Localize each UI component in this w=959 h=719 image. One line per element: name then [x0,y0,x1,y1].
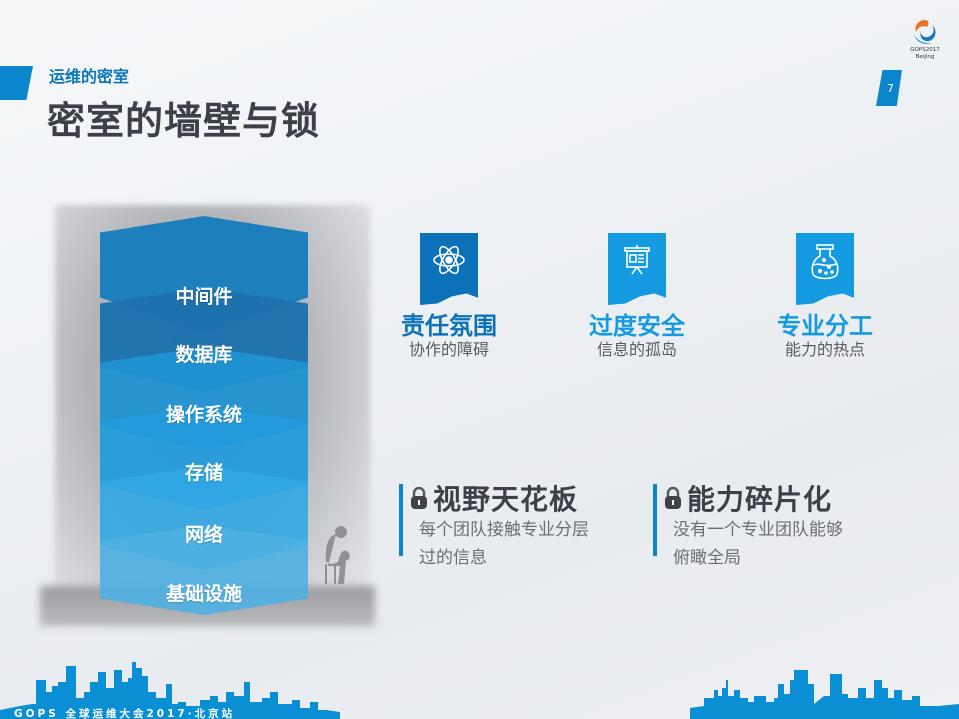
lock-section-accent-bar [399,484,403,556]
presentation-board-icon [624,245,650,275]
footer-event-text: GOPS 全球运维大会2017·北京站 [14,708,236,719]
city-skyline-left [0,662,340,719]
page-number: 7 [887,81,894,95]
lock-text-line: 俯瞰全局 [673,548,741,568]
card-icon-bg [796,233,854,305]
lock-section-capability-fragmentation: 能力碎片化 没有一个专业团队能够 俯瞰全局 [653,483,893,568]
card-subtitle: 信息的孤岛 [596,340,677,359]
card-subtitle: 协作的障碍 [408,340,489,359]
card-title: 过度安全 [589,312,685,340]
logo-line1: GOPS2017 [910,47,940,53]
stack-layer-infrastructure [100,525,308,615]
card-title: 专业分工 [777,312,873,340]
section-subtitle: 运维的密室 [49,67,130,86]
padlock-icon [411,486,427,509]
lock-section-title: 能力碎片化 [687,483,833,516]
stack-label-storage: 存储 [184,462,223,484]
stack-label-network: 网络 [184,524,223,546]
gops-logo: GOPS2017 Beijing [905,17,945,61]
page-number-badge: 7 [876,70,902,106]
padlock-icon [665,486,681,509]
lock-section-accent-bar [653,484,657,556]
sitting-person-silhouette-icon [325,526,350,584]
card-title: 责任氛围 [401,312,497,340]
flask-icon [811,244,839,280]
page-title: 密室的墙壁与锁 [47,99,321,143]
card-over-security: 过度安全 信息的孤岛 [567,233,707,360]
card-icon-bg [608,233,666,305]
stack-label-middleware: 中间件 [175,286,233,308]
lock-section-title: 视野天花板 [433,483,579,516]
lock-section-text: 每个团队接触专业分层 过的信息 [419,516,639,572]
card-specialization: 专业分工 能力的热点 [755,233,895,360]
lock-text-line: 没有一个专业团队能够 [673,520,843,540]
logo-line2: Beijing [915,54,935,60]
gops-logo-icon [914,20,936,45]
stack-label-os: 操作系统 [165,404,242,426]
city-skyline-right [690,670,959,719]
atom-icon [433,245,465,275]
stack-label-database: 数据库 [175,344,233,366]
card-responsibility: 责任氛围 协作的障碍 [379,233,519,360]
card-icon-bg [420,233,478,305]
card-subtitle: 能力的热点 [784,340,865,359]
header-accent-bar [0,66,33,100]
lock-text-line: 过的信息 [419,548,487,568]
lock-text-line: 每个团队接触专业分层 [419,520,589,540]
stack-label-infrastructure: 基础设施 [165,583,242,605]
lock-section-vision-ceiling: 视野天花板 每个团队接触专业分层 过的信息 [399,483,639,568]
lock-section-text: 没有一个专业团队能够 俯瞰全局 [673,516,893,572]
